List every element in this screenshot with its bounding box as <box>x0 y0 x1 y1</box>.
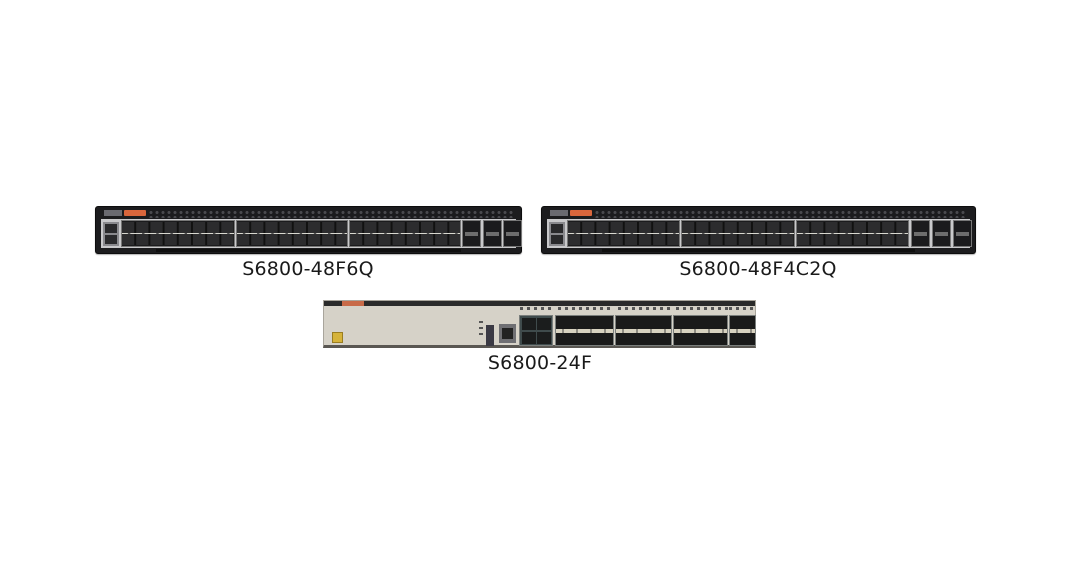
brand-logo <box>104 210 122 216</box>
bottom-strip <box>156 249 461 252</box>
qsfp-port <box>483 220 502 247</box>
port-leds <box>558 307 614 310</box>
bottom-strip <box>602 249 915 252</box>
switch-s6800-48f6q <box>95 206 522 254</box>
top-bar <box>324 301 755 306</box>
rj45-port <box>105 235 117 244</box>
qsfp-port <box>503 220 522 247</box>
sfp-port-group <box>729 315 756 346</box>
rj45-port <box>551 235 563 244</box>
rj45-port-block <box>519 315 553 346</box>
sfp-port-group <box>681 220 795 247</box>
brand-logo <box>550 210 568 216</box>
sfp-port-group <box>236 220 348 247</box>
sfp-port-group <box>567 220 680 247</box>
qsfp-port <box>953 220 972 247</box>
port-faceplate <box>547 219 972 248</box>
sfp-port-group <box>555 315 614 346</box>
rj45-port <box>105 224 117 233</box>
port-faceplate <box>101 219 522 248</box>
status-leds <box>475 321 483 339</box>
accent-stripe <box>570 210 592 216</box>
accent-stripe <box>342 301 364 306</box>
gold-label-icon <box>332 332 343 343</box>
sfp-port-group <box>673 315 728 346</box>
ventilation-grille <box>148 210 513 218</box>
device-label: S6800-48F4C2Q <box>679 258 837 280</box>
port-leds <box>676 307 728 310</box>
device-label: S6800-48F6Q <box>242 258 374 280</box>
sfp-port-group <box>615 315 672 346</box>
sfp-port-group <box>121 220 235 247</box>
management-ports <box>549 222 565 246</box>
switch-s6800-24f <box>323 300 756 348</box>
qsfp-port <box>932 220 951 247</box>
switch-s6800-48f4c2q <box>541 206 976 254</box>
sfp-port-group <box>349 220 461 247</box>
console-port <box>486 325 494 346</box>
management-port <box>499 324 516 343</box>
port-leds <box>520 307 552 310</box>
port-leds <box>729 307 755 310</box>
management-ports <box>103 222 119 246</box>
ventilation-grille <box>594 210 967 218</box>
qsfp-port <box>462 220 481 247</box>
device-label: S6800-24F <box>487 352 593 374</box>
rj45-port <box>551 224 563 233</box>
accent-stripe <box>124 210 146 216</box>
port-leds <box>618 307 674 310</box>
sfp-port-group <box>796 220 909 247</box>
qsfp-port <box>911 220 930 247</box>
